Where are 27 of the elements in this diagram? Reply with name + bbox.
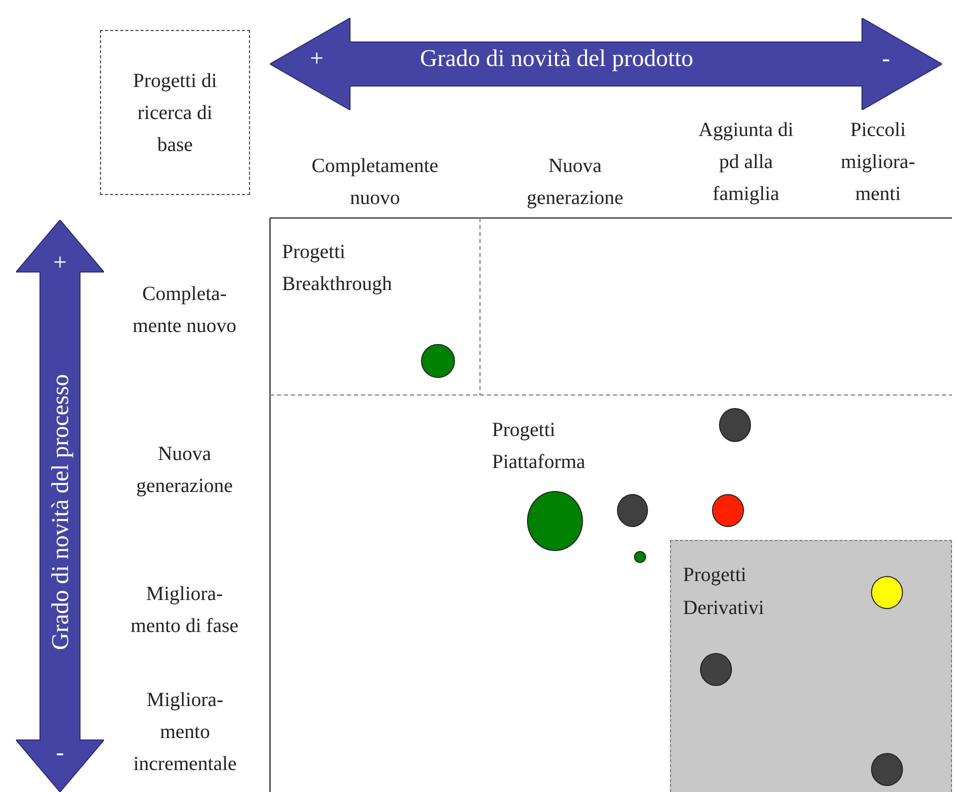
region-label: Progetti Derivativi: [683, 563, 766, 621]
axis-title: Grado di novità del prodotto: [420, 45, 694, 74]
row-header: Completa- mente nuovo: [132, 282, 238, 339]
row-header: Migliora- mento incrementale: [132, 688, 238, 777]
quadrant-label: Progetti Piattaforma: [492, 418, 586, 475]
bubble: [700, 653, 732, 686]
row-header: Nuova generazione: [135, 442, 234, 499]
plus-sign: +: [52, 250, 68, 276]
bubble: [634, 551, 646, 563]
column-header: Piccoli migliora- menti: [840, 118, 916, 207]
minus-sign: -: [882, 45, 890, 74]
bubble: [871, 753, 903, 786]
axis-title: Grado di novità del processo: [47, 373, 75, 652]
bubble: [719, 408, 751, 442]
plus-sign: +: [310, 45, 324, 74]
quadrant-label: Progetti Breakthrough: [282, 240, 393, 297]
row-header: Migliora- mento di fase: [130, 582, 240, 639]
bubble: [421, 344, 455, 378]
column-header: Completamente nuovo: [310, 154, 440, 211]
bubble: [712, 494, 744, 527]
shaded-region: [670, 540, 952, 792]
bubble: [617, 494, 648, 527]
bubble: [871, 576, 903, 609]
column-header: Nuova generazione: [526, 154, 624, 211]
column-header: Aggiunta di pd alla famiglia: [698, 118, 794, 207]
dashed-box: Progetti di ricerca di base: [100, 30, 250, 195]
minus-sign: -: [55, 740, 65, 766]
